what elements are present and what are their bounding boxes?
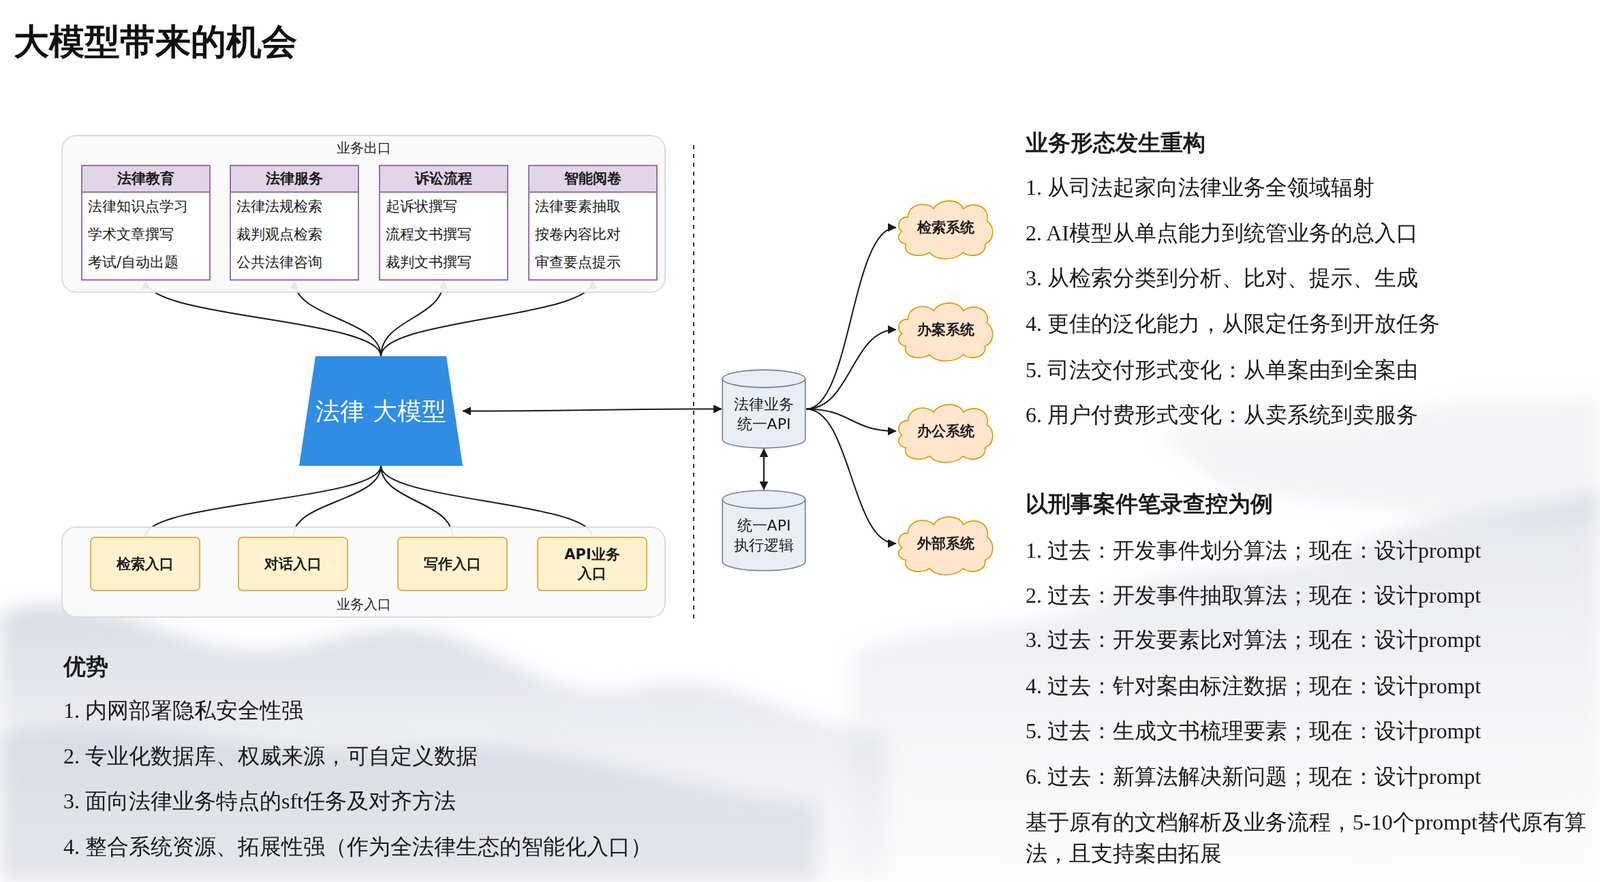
trapezoid-fill: [299, 356, 463, 467]
entry-box: 检索入口: [89, 536, 201, 592]
cylinder-label: 统一API 执行逻辑: [729, 505, 798, 556]
cylinder-rim: [722, 499, 806, 509]
connector: [806, 329, 897, 410]
category-box: 智能阅卷法律要素抽取按卷内容比对审查要点提示: [528, 164, 658, 281]
api-cylinder: 统一API 执行逻辑: [721, 489, 807, 572]
box-item: 公共法律咨询: [231, 248, 358, 277]
box-item: 流程文书撰写: [380, 220, 507, 249]
connector: [806, 409, 897, 545]
cylinder-body: [722, 490, 806, 572]
list-item: 1. 内网部署隐私安全性强: [63, 697, 304, 726]
connector: [763, 449, 765, 490]
group-label: 业务入口: [62, 595, 665, 614]
connector: [806, 409, 897, 433]
box-item: 起诉状撰写: [380, 192, 507, 221]
entry-label: API业务 入口: [561, 545, 623, 584]
mountain-wash: [0, 395, 1600, 882]
list-item: 6. 过去：新算法解决新问题；现在：设计prompt: [1025, 763, 1481, 792]
cloud-label: 外部系统: [917, 534, 975, 554]
divider-line: [693, 145, 695, 620]
box-item: 法律知识点学习: [82, 192, 210, 221]
slide-title: 大模型带来的机会: [13, 20, 298, 63]
list-item: 3. 面向法律业务特点的sft任务及对齐方法: [63, 787, 456, 817]
list-item: 5. 过去：生成文书梳理要素；现在：设计prompt: [1025, 717, 1481, 747]
list-item: 1. 过去：开发事件划分算法；现在：设计prompt: [1025, 536, 1481, 566]
cloud-shape: [898, 404, 993, 463]
cylinder-body: [722, 370, 806, 449]
connector: [462, 409, 722, 412]
section-heading: 业务形态发生重构: [1025, 128, 1206, 159]
group-label: 业务出口: [62, 139, 665, 158]
section-heading: 以刑事案件笔录查控为例: [1025, 489, 1273, 520]
cloud-shape: [898, 303, 993, 362]
cylinder-label: 法律业务 统一API: [729, 384, 798, 435]
system-cloud: 外部系统: [896, 512, 995, 576]
cloud-label: 办公系统: [917, 421, 975, 441]
list-item: 4. 过去：针对案由标注数据；现在：设计prompt: [1025, 672, 1481, 702]
cloud-label: 检索系统: [917, 218, 975, 238]
box-heading: 智能阅卷: [529, 166, 657, 193]
list-item: 3. 过去：开发要素比对算法；现在：设计prompt: [1025, 626, 1481, 655]
box-item: 考试/自动出题: [82, 248, 210, 277]
box-item: 学术文章撰写: [82, 220, 210, 249]
cloud-shape: [898, 201, 993, 259]
entry-label: 写作入口: [423, 554, 482, 574]
category-box: 诉讼流程起诉状撰写流程文书撰写裁判文书撰写: [378, 164, 509, 281]
list-item: 2. 专业化数据库、权威来源，可自定义数据: [63, 742, 478, 772]
entry-box: 对话入口: [237, 536, 349, 592]
box-item: 法律要素抽取: [529, 192, 657, 221]
cylinder-rim: [722, 378, 806, 388]
entry-box: 写作入口: [397, 536, 508, 592]
category-box: 法律服务法律法规检索裁判观点检索公共法律咨询: [229, 164, 360, 281]
system-cloud: 办公系统: [896, 400, 995, 463]
list-item: 4. 更佳的泛化能力，从限定任务到开放任务: [1025, 310, 1440, 339]
system-cloud: 检索系统: [896, 196, 995, 259]
section-heading: 优势: [63, 652, 109, 683]
box-item: 审查要点提示: [529, 248, 657, 277]
group-band: 业务入口 检索入口 对话入口 写作入口 API业务 入口: [61, 526, 666, 619]
box-heading: 法律服务: [231, 166, 358, 193]
box-heading: 诉讼流程: [380, 166, 507, 193]
entry-label: 检索入口: [116, 554, 174, 574]
list-item: 3. 从检索分类到分析、比对、提示、生成: [1025, 264, 1419, 294]
note-paragraph: 基于原有的文档解析及业务流程，5-10个prompt替代原有算法，且支持案由拓展: [1025, 806, 1592, 871]
box-item: 法律法规检索: [231, 192, 358, 221]
cloud-shape: [898, 517, 993, 576]
list-item: 2. AI模型从单点能力到统管业务的总入口: [1025, 219, 1419, 249]
model-label: 法律 大模型: [315, 395, 446, 427]
connector: [806, 227, 897, 410]
mountain: [0, 605, 886, 882]
box-heading: 法律教育: [82, 166, 210, 193]
group-band: 业务出口法律教育法律知识点学习学术文章撰写考试/自动出题法律服务法律法规检索裁判…: [61, 134, 666, 294]
mountain: [0, 728, 818, 882]
list-item: 2. 过去：开发事件抽取算法；现在：设计prompt: [1025, 581, 1481, 611]
list-item: 4. 整合系统资源、拓展性强（作为全法律生态的智能化入口）: [63, 833, 653, 863]
box-item: 按卷内容比对: [529, 220, 657, 249]
list-item: 5. 司法交付形式变化：从单案由到全案由: [1025, 356, 1419, 386]
system-cloud: 办案系统: [896, 298, 995, 362]
api-cylinder: 法律业务 统一API: [721, 369, 807, 450]
category-box: 法律教育法律知识点学习学术文章撰写考试/自动出题: [81, 164, 211, 281]
box-item: 裁判文书撰写: [380, 248, 507, 277]
model-trapezoid: 法律 大模型: [299, 356, 463, 467]
entry-box: API业务 入口: [536, 536, 648, 592]
cloud-label: 办案系统: [917, 320, 975, 340]
mountain: [851, 490, 1600, 882]
entry-label: 对话入口: [264, 554, 322, 574]
list-item: 1. 从司法起家向法律业务全领域辐射: [1025, 173, 1375, 203]
list-item: 6. 用户付费形式变化：从卖系统到卖服务: [1025, 401, 1419, 430]
box-item: 裁判观点检索: [231, 220, 358, 249]
